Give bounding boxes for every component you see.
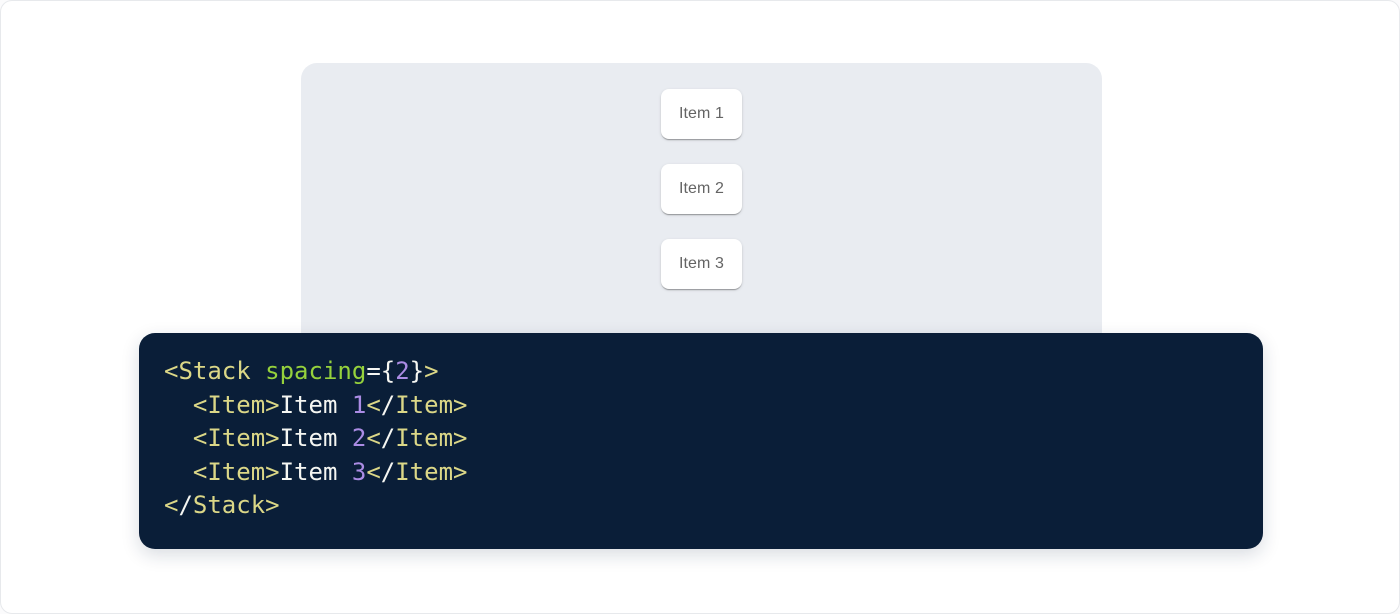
code-token: Item (279, 457, 352, 486)
code-token: <Item> (192, 424, 280, 453)
code-token: < (366, 390, 381, 419)
code-line: <Item>Item 2</Item> (164, 422, 1238, 456)
code-token: Item (279, 424, 352, 453)
code-token: < (164, 491, 179, 520)
code-token: spacing (265, 357, 367, 385)
code-token: / (178, 491, 193, 520)
code-token: Item (279, 390, 352, 419)
code-token: / (380, 390, 396, 419)
code-token: Stack> (192, 491, 280, 520)
code-token: 3 (351, 457, 367, 486)
code-token: > (424, 357, 439, 385)
code-token: < (366, 457, 381, 486)
code-token: ={ (366, 357, 396, 385)
code-line: </Stack> (164, 489, 1238, 523)
code-token (164, 391, 193, 419)
code-token: 1 (351, 390, 367, 419)
code-line: <Item>Item 1</Item> (164, 389, 1238, 423)
code-token: < (366, 424, 381, 453)
stack-demo-panel: Item 1 Item 2 Item 3 (301, 63, 1102, 349)
code-content: <Stack spacing={2}> <Item>Item 1</Item> … (164, 355, 1238, 523)
code-token: / (380, 457, 396, 486)
code-token (164, 458, 193, 486)
stack-item-label: Item 3 (678, 255, 725, 272)
stack-item-card: Item 3 (661, 239, 742, 289)
code-token (164, 424, 193, 452)
stack-item-label: Item 2 (678, 180, 725, 197)
stack-item-card: Item 1 (661, 89, 742, 139)
code-line: <Item>Item 3</Item> (164, 456, 1238, 490)
code-token: 2 (395, 357, 410, 385)
code-token: Item> (395, 390, 468, 419)
stack-container: Item 1 Item 2 Item 3 (301, 89, 1102, 289)
code-token (251, 357, 265, 385)
stack-item-label: Item 1 (678, 105, 725, 122)
code-token: <Item> (192, 390, 280, 419)
code-token: <Stack (164, 357, 251, 385)
code-token: Item> (395, 457, 468, 486)
code-token: } (409, 357, 425, 385)
code-token: / (380, 424, 396, 453)
code-line: <Stack spacing={2}> (164, 355, 1238, 389)
stack-item-card: Item 2 (661, 164, 742, 214)
code-token: 2 (351, 424, 367, 453)
code-block: <Stack spacing={2}> <Item>Item 1</Item> … (139, 333, 1263, 549)
code-token: <Item> (192, 457, 280, 486)
code-token: Item> (395, 424, 468, 453)
